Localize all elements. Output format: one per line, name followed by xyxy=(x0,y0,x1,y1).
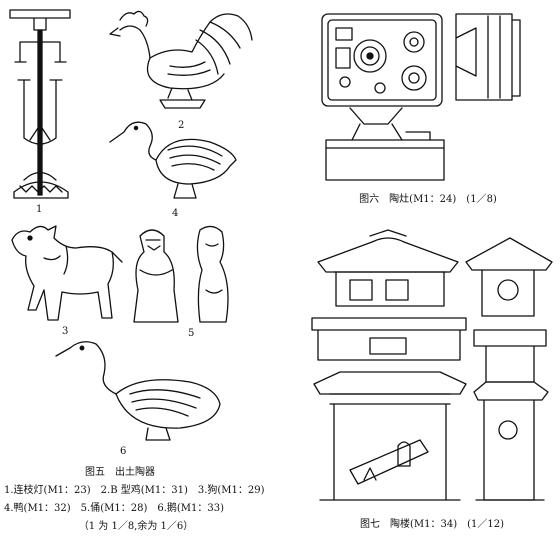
figure7-title: 图七 陶楼(M1：34) (1／12) xyxy=(359,519,505,530)
tower-drawing xyxy=(311,229,467,501)
duck-drawing xyxy=(109,121,237,199)
figure5-title: 图五 出土陶器 xyxy=(85,467,155,478)
label-5: 5 xyxy=(188,328,195,339)
branch-lamp-drawing xyxy=(9,9,71,199)
label-6: 6 xyxy=(120,446,127,457)
stove-drawing xyxy=(321,13,521,181)
rooster-drawing xyxy=(109,10,253,109)
label-2: 2 xyxy=(178,120,185,131)
goose-drawing xyxy=(55,341,221,441)
label-4: 4 xyxy=(172,208,179,219)
label-3: 3 xyxy=(62,326,69,337)
figure5-items-line1: 1.连枝灯(M1：23) 2.B 型鸡(M1：31) 3.狗(M1：29) xyxy=(4,485,265,496)
tower-side-drawing xyxy=(465,237,553,501)
figure5-scale-note: （1 为 1／8,余为 1／6） xyxy=(78,521,194,532)
dog-drawing xyxy=(11,225,123,321)
figurine-drawing xyxy=(133,225,229,323)
figure5-items-line2: 4.鸭(M1：32) 5.俑(M1：28) 6.鹅(M1：33) xyxy=(4,503,225,514)
label-1: 1 xyxy=(36,204,43,215)
figure6-title: 图六 陶灶(M1：24) (1／8) xyxy=(359,194,497,205)
